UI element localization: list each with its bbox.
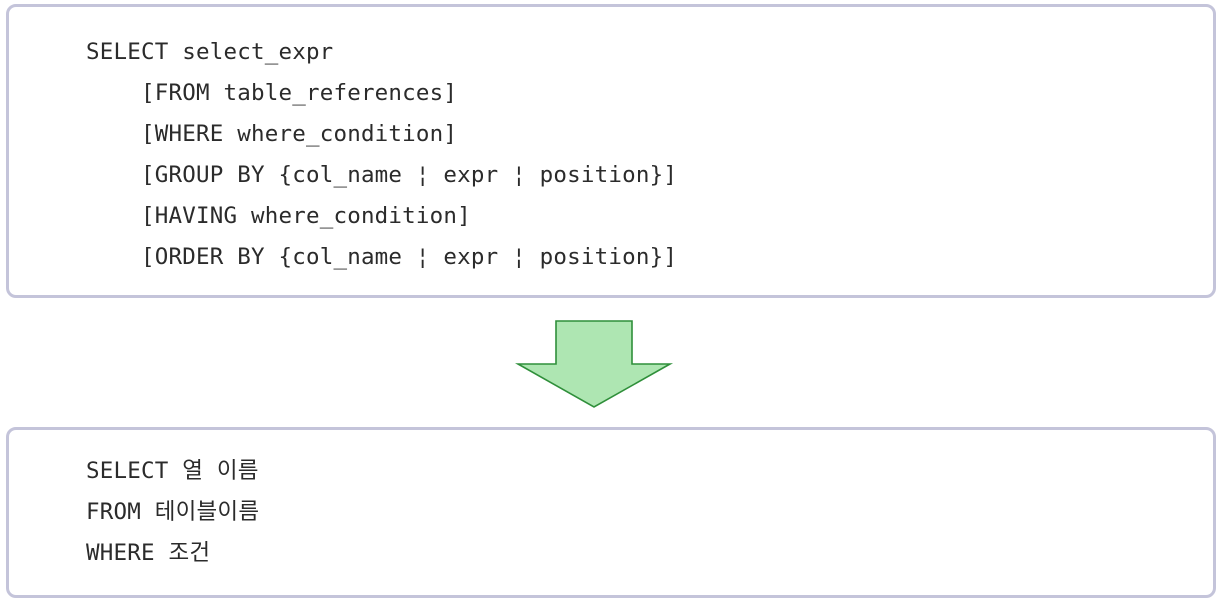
simple-line-where: WHERE 조건 xyxy=(86,540,211,566)
full-select-syntax-box: SELECT select_expr [FROM table_reference… xyxy=(6,4,1216,298)
syntax-line-having: [HAVING where_condition] xyxy=(141,203,471,229)
down-arrow-shape xyxy=(515,320,674,408)
simple-line-from: FROM 테이블이름 xyxy=(86,499,260,525)
syntax-line-group-by: [GROUP BY {col_name ¦ expr ¦ position}] xyxy=(141,162,678,188)
syntax-line-where: [WHERE where_condition] xyxy=(141,121,458,147)
simple-line-select: SELECT 열 이름 xyxy=(86,458,259,484)
down-arrow-icon xyxy=(515,320,674,408)
syntax-line-from: [FROM table_references] xyxy=(141,80,458,106)
syntax-line-select: SELECT select_expr xyxy=(86,39,334,65)
simple-select-syntax-box: SELECT 열 이름 FROM 테이블이름 WHERE 조건 xyxy=(6,427,1216,598)
syntax-line-order-by: [ORDER BY {col_name ¦ expr ¦ position}] xyxy=(141,244,678,270)
